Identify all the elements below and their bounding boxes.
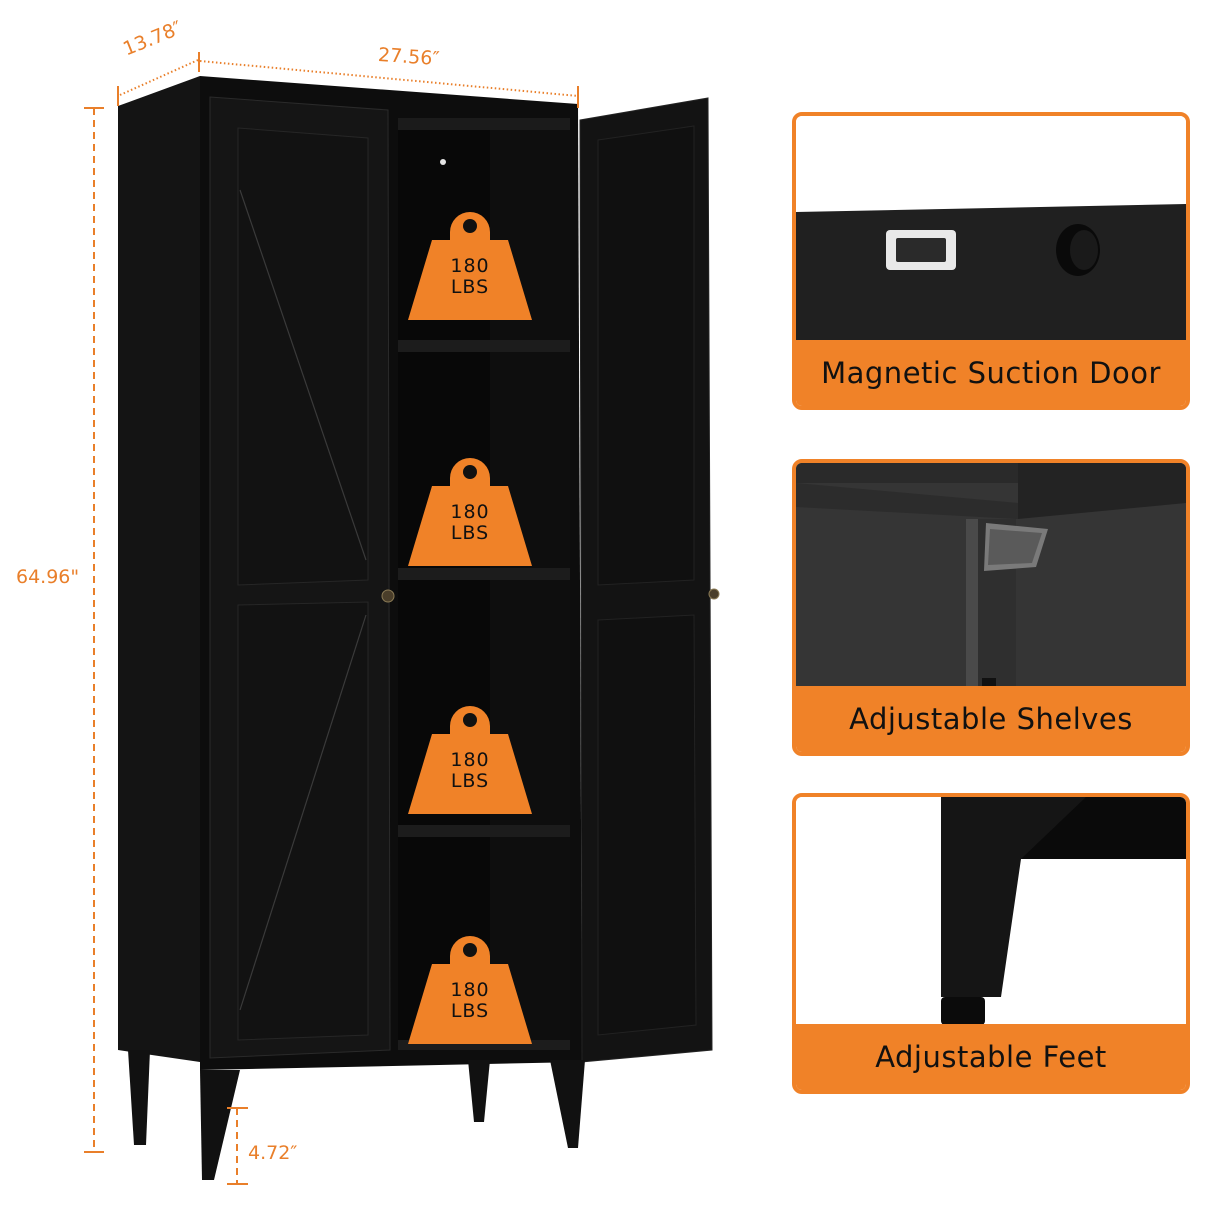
feature-label: Adjustable Feet [796,1024,1186,1090]
weight-icon [408,212,532,320]
weight-icon [408,706,532,814]
feature-label: Adjustable Shelves [796,686,1186,752]
weight-icon [408,936,532,1044]
capacity-unit: LBS [450,1000,490,1022]
capacity-value: 180 [450,749,490,771]
feature-card-adjustable-feet: Adjustable Feet [792,793,1190,1094]
width-dimension-label: 27.56″ [377,43,441,71]
capacity-value: 180 [450,501,490,523]
capacity-unit: LBS [450,770,490,792]
cabinet-illustration [84,52,720,1185]
capacity-unit: LBS [450,276,490,298]
feature-card-magnetic-door: Magnetic Suction Door [792,112,1190,410]
capacity-value: 180 [450,979,490,1001]
adjustable-foot-photo [796,797,1186,1033]
shelf-bracket-photo [796,463,1186,693]
magnetic-latch-photo [796,116,1186,344]
weight-icon [408,458,532,566]
height-dimension-label: 64.96" [16,566,80,588]
capacity-value: 180 [450,255,490,277]
feature-label: Magnetic Suction Door [796,340,1186,406]
leg-height-dimension-label: 4.72″ [248,1142,298,1164]
feature-card-adjustable-shelves: Adjustable Shelves [792,459,1190,756]
capacity-unit: LBS [450,522,490,544]
